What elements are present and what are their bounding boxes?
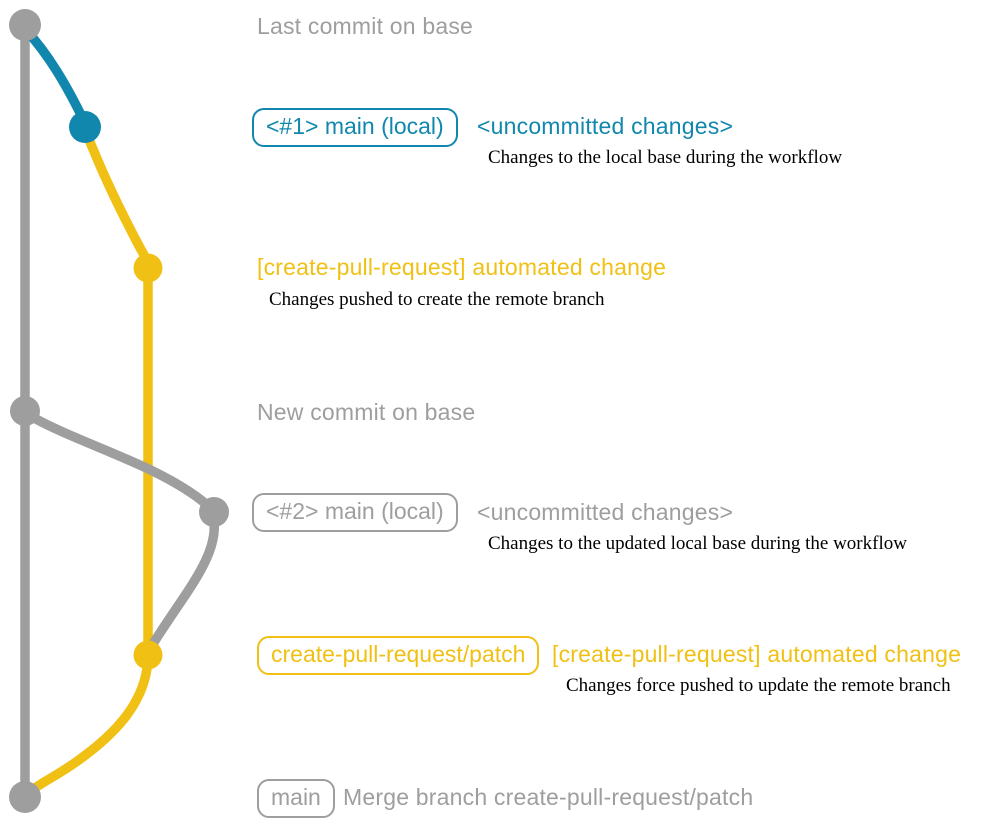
main-local-branch-line <box>21 25 89 126</box>
caption-new-commit-on-base: New commit on base <box>257 399 476 425</box>
commit-dot-last-base <box>9 9 41 41</box>
push1-title: [create-pull-request] automated change <box>257 254 667 280</box>
push1-desc: Changes pushed to create the remote bran… <box>269 289 605 310</box>
state1-title: <uncommitted changes> <box>477 113 734 139</box>
branch-badge-main: main <box>257 779 335 818</box>
patch-branch-line <box>81 127 153 660</box>
branch-badge-main-local-2: <#2> main (local) <box>252 493 458 532</box>
push2-desc: Changes force pushed to update the remot… <box>566 675 951 696</box>
branch-badge-patch: create-pull-request/patch <box>257 636 540 675</box>
patch-merge-line <box>22 650 153 799</box>
push2-title: [create-pull-request] automated change <box>552 641 962 667</box>
base-rebase-line <box>148 511 219 649</box>
state2-title: <uncommitted changes> <box>477 499 734 525</box>
caption-last-commit-on-base: Last commit on base <box>257 13 474 39</box>
commit-dot-merge <box>9 781 41 813</box>
base-update-line <box>22 409 211 509</box>
commit-dot-patch-2 <box>133 640 163 670</box>
commit-dot-new-base <box>10 396 40 426</box>
commit-dot-main-local-2 <box>199 497 229 527</box>
commit-dot-main-local-1 <box>69 111 101 143</box>
state2-desc: Changes to the updated local base during… <box>488 533 907 554</box>
branch-badge-main-local-1: <#1> main (local) <box>252 108 458 147</box>
commit-dot-patch-1 <box>133 253 163 283</box>
merge-commit-message: Merge branch create-pull-request/patch <box>343 784 754 810</box>
state1-desc: Changes to the local base during the wor… <box>488 147 843 168</box>
